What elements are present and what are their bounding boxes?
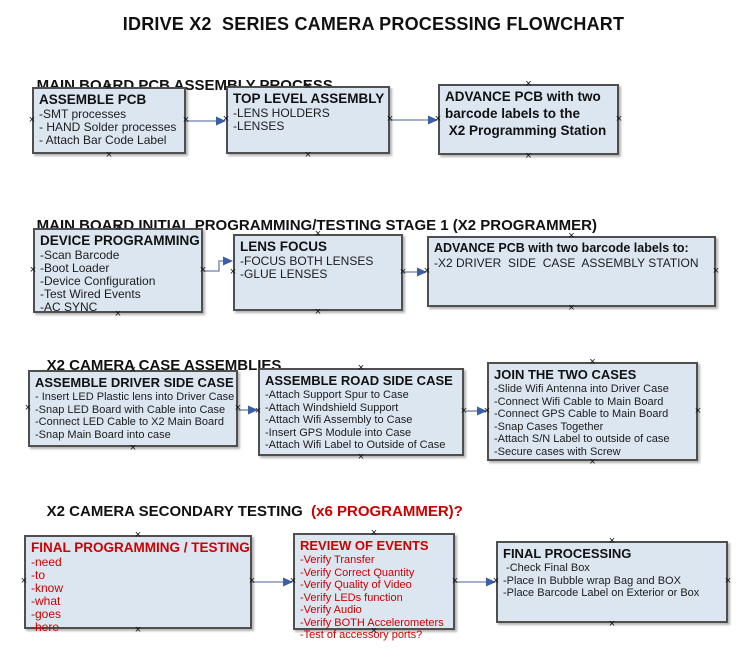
box-item: -Check Final Box <box>503 562 590 574</box>
box-item: -goes <box>31 607 62 621</box>
flow-box-device-programming[interactable]: × × × × DEVICE PROGRAMMING -Scan Barcode… <box>30 223 206 320</box>
connector-arrow[interactable] <box>466 406 487 416</box>
box-item: -Attach Wifi Label to Outside of Case <box>265 439 446 451</box>
box-item: -Snap LED Board with Cable into Case <box>35 403 226 416</box>
box-item: - Attach Bar Code Label <box>39 133 167 147</box>
box-item: -Secure cases with Screw <box>494 445 621 458</box>
box-item: -Test of accessory ports? <box>300 629 423 641</box>
box-title: TOP LEVEL ASSEMBLY <box>233 91 385 106</box>
connector-arrow[interactable] <box>455 577 496 587</box>
box-item: -Place In Bubble wrap Bag and BOX <box>503 574 681 587</box>
box-item: -Device Configuration <box>40 274 156 288</box>
box-item: -Connect GPS Cable to Main Board <box>494 408 669 420</box>
box-item: - Insert LED Plastic lens into Driver Ca… <box>35 391 235 403</box>
page-title: IDRIVE X2 SERIES CAMERA PROCESSING FLOWC… <box>122 14 625 34</box>
box-title: REVIEW OF EVENTS <box>300 538 429 553</box>
flow-box-assemble-driver-side-case[interactable]: × × × × ASSEMBLE DRIVER SIDE CASE - Inse… <box>25 365 241 454</box>
box-item: -Insert GPS Module into Case <box>265 426 412 439</box>
box-item: -what <box>31 594 61 608</box>
box-item: -AC SYNC <box>40 300 98 314</box>
box-item: -LENS HOLDERS <box>233 106 330 120</box>
connector-arrow[interactable] <box>238 405 258 415</box>
box-item: -Attach Support Spur to Case <box>265 389 409 401</box>
box-title: LENS FOCUS <box>240 239 328 254</box>
box-title: ADVANCE PCB with two barcode labels to t… <box>445 89 607 138</box>
box-title: ASSEMBLE PCB <box>39 92 147 107</box>
flow-box-advance-pcb-programming-station[interactable]: × × × × ADVANCE PCB with two barcode lab… <box>435 79 622 162</box>
flow-box-advance-pcb-driver-side-station[interactable]: × × × × ADVANCE PCB with two barcode lab… <box>424 231 719 314</box>
flow-box-assemble-pcb[interactable]: × × × × ASSEMBLE PCB -SMT processes - HA… <box>29 82 189 161</box>
box-item: -X2 DRIVER SIDE CASE ASSEMBLY STATION <box>434 256 699 270</box>
connector-arrow[interactable] <box>403 267 427 277</box>
connector-arrow[interactable] <box>390 115 438 125</box>
section-heading-text: X2 CAMERA SECONDARY TESTING <box>46 503 307 520</box>
box-item: -Test Wired Events <box>40 287 141 301</box>
box-item: -Connect LED Cable to X2 Main Board <box>35 416 224 428</box>
box-title: DEVICE PROGRAMMING <box>40 233 200 248</box>
connector-arrow[interactable] <box>252 577 293 587</box>
flow-box-review-of-events[interactable]: × × × × REVIEW OF EVENTS -Verify Transfe… <box>290 528 458 642</box>
box-item: -Verify LEDs function <box>300 591 403 604</box>
box-item: -Scan Barcode <box>40 248 120 262</box>
flow-box-final-programming-testing[interactable]: × × × × FINAL PROGRAMMING / TESTING -nee… <box>21 530 255 636</box>
box-item: -LENSES <box>233 119 285 133</box>
box-item: -Verify BOTH Accelerometers <box>300 616 444 629</box>
box-item: -GLUE LENSES <box>240 267 328 281</box>
box-item: -Place Barcode Label on Exterior or Box <box>503 587 700 599</box>
flow-box-join-the-two-cases[interactable]: × × × × JOIN THE TWO CASES -Slide Wifi A… <box>484 357 701 468</box>
box-title: FINAL PROCESSING <box>503 546 632 561</box>
box-item: -FOCUS BOTH LENSES <box>240 254 374 268</box>
box-item: - HAND Solder processes <box>39 120 177 134</box>
flow-box-assemble-road-side-case[interactable]: × × × × ASSEMBLE ROAD SIDE CASE -Attach … <box>255 363 467 463</box>
box-item: -Snap Main Board into case <box>35 428 171 441</box>
box-item: -Verify Quality of Video <box>300 579 412 591</box>
box-item: -SMT processes <box>39 107 127 121</box>
section-heading-case-assemblies: X2 CAMERA CASE ASSEMBLIES <box>30 340 282 391</box>
box-title: ADVANCE PCB with two barcode labels to: <box>434 241 689 255</box>
box-item: -Attach Windshield Support <box>265 401 399 414</box>
box-item: -Attach S/N Label to outside of case <box>494 433 670 445</box>
box-item: -Slide Wifi Antenna into Driver Case <box>494 383 669 395</box>
box-item: -here <box>31 620 60 634</box>
box-item: -Boot Loader <box>40 261 110 275</box>
box-item: -know <box>31 581 64 595</box>
flow-box-lens-focus[interactable]: × × × × LENS FOCUS -FOCUS BOTH LENSES -G… <box>230 229 406 318</box>
box-item: -Connect Wifi Cable to Main Board <box>494 395 664 408</box>
flow-box-final-processing[interactable]: × × × × FINAL PROCESSING -Check Final Bo… <box>493 536 731 630</box>
box-item: -Attach Wifi Assembly to Case <box>265 414 413 426</box>
box-item: -need <box>31 555 62 569</box>
section-heading-red-text: (x6 PROGRAMMER)? <box>306 503 463 520</box>
box-title: JOIN THE TWO CASES <box>494 367 637 382</box>
box-item: -Verify Audio <box>300 604 362 616</box>
connector-arrow[interactable] <box>203 256 233 272</box>
flow-box-top-level-assembly[interactable]: × × × × TOP LEVEL ASSEMBLY -LENS HOLDERS… <box>223 81 393 161</box>
box-item: -to <box>31 568 46 582</box>
box-title: FINAL PROGRAMMING / TESTING <box>31 540 250 555</box>
box-item: -Verify Correct Quantity <box>300 566 415 579</box>
box-title: ASSEMBLE ROAD SIDE CASE <box>265 373 453 388</box>
box-item: -Snap Cases Together <box>494 420 604 433</box>
box-item: -Verify Transfer <box>300 554 375 566</box>
box-title: ASSEMBLE DRIVER SIDE CASE <box>35 375 234 390</box>
section-heading-secondary-testing: X2 CAMERA SECONDARY TESTING (x6 PROGRAMM… <box>30 486 463 537</box>
section-heading-text: X2 CAMERA CASE ASSEMBLIES <box>46 357 282 374</box>
connector-arrow[interactable] <box>186 116 226 126</box>
